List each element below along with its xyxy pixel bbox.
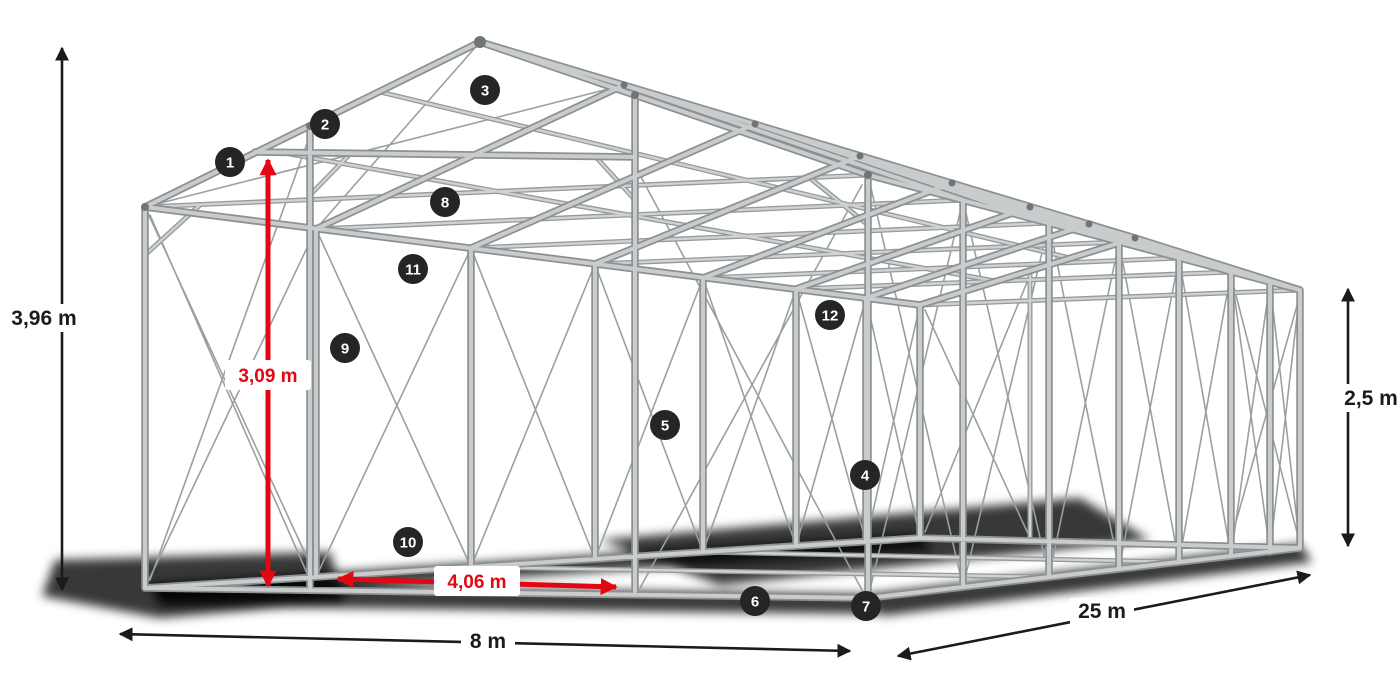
svg-text:11: 11 [405,262,421,279]
callout-2: 2 [310,109,340,139]
callout-8: 8 [430,187,460,217]
dimension-side-height: 2,5 m [1340,287,1400,548]
svg-text:7: 7 [862,599,870,616]
dimension-total-height: 3,96 m [6,46,82,592]
svg-text:1: 1 [226,155,234,172]
svg-text:10: 10 [400,535,417,552]
svg-text:12: 12 [822,308,839,325]
callout-12: 12 [815,300,845,330]
svg-text:2: 2 [321,117,329,134]
callout-6: 6 [740,586,770,616]
callout-5: 5 [650,410,680,440]
dimension-width: 8 m [118,627,852,658]
svg-text:9: 9 [341,341,349,358]
svg-text:6: 6 [751,594,759,611]
svg-text:8: 8 [441,195,449,212]
dimension-entrance-width: 4,06 m [336,566,618,596]
dimension-length: 25 m [896,570,1312,661]
dimension-label-red: 3,09 m [238,366,297,387]
callout-1: 1 [215,147,245,177]
dimension-label: 25 m [1078,600,1126,623]
callout-4: 4 [850,460,880,490]
dimension-label: 3,96 m [11,307,76,330]
dimension-label: 2,5 m [1344,387,1398,410]
callout-9: 9 [330,333,360,363]
svg-text:5: 5 [661,418,669,435]
svg-text:4: 4 [861,468,870,485]
dimension-label: 8 m [470,630,506,653]
dimension-label-red: 4,06 m [447,572,506,593]
callout-3: 3 [470,75,500,105]
callout-10: 10 [393,527,423,557]
dimension-entrance-height: 3,09 m [225,158,311,588]
callout-7: 7 [851,591,881,621]
callout-11: 11 [398,254,428,284]
part-callouts: 1 2 3 4 5 6 7 8 9 10 11 12 [215,75,881,621]
svg-text:3: 3 [481,83,489,100]
